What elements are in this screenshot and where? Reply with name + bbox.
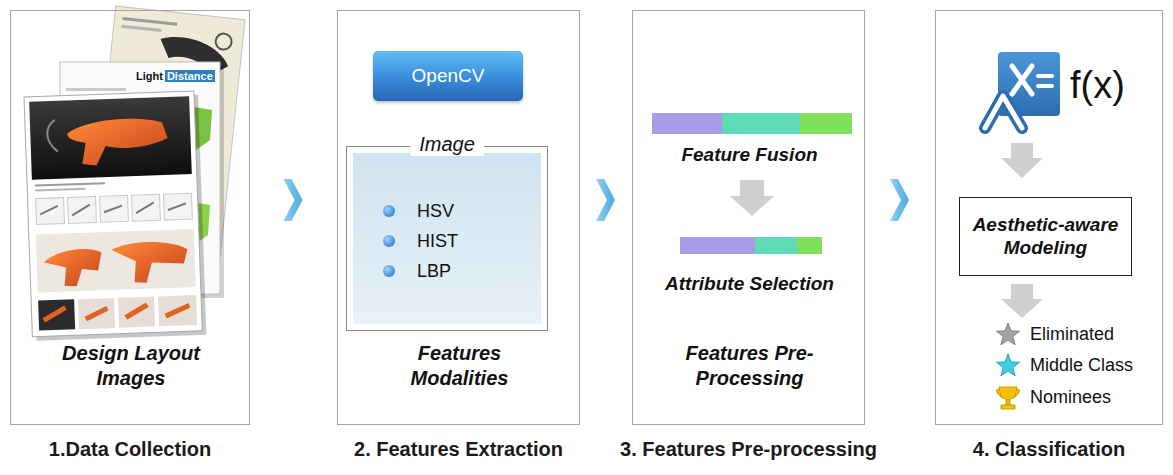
layout-sheet	[24, 91, 206, 341]
hero-photo	[29, 96, 192, 180]
text-line	[122, 17, 177, 26]
legend-text: Nominees	[1030, 387, 1111, 408]
bar-segment	[652, 113, 722, 134]
feature-item: LBP	[417, 261, 451, 282]
text-line	[66, 88, 126, 91]
feature-bar	[652, 113, 852, 134]
drill-photo	[43, 303, 189, 320]
bar-segment	[755, 237, 797, 254]
icon-equals	[1038, 76, 1052, 86]
feature-item: HSV	[417, 201, 454, 222]
bar-segment	[800, 113, 852, 134]
photo-block	[36, 229, 196, 292]
bar-segment	[680, 237, 755, 254]
bar-segment	[797, 237, 822, 254]
legend-text: Middle Class	[1030, 355, 1133, 376]
flow-arrow	[1001, 143, 1043, 178]
stage-panel: Feature FusionAttribute SelectionFeature…	[632, 10, 865, 425]
sketch-line	[40, 201, 186, 216]
function-label: f(x)	[1070, 64, 1125, 107]
button-label: OpenCV	[373, 65, 523, 87]
spreadsheet-icon	[985, 52, 1060, 128]
text-line	[35, 182, 105, 186]
sheet-paper	[24, 91, 202, 337]
star-icon	[997, 323, 1020, 345]
sheet-title: Light	[136, 70, 163, 82]
box-label: Aesthetic-aware Modeling	[960, 213, 1131, 261]
feature-bar	[680, 237, 822, 254]
icon-graph	[985, 96, 1022, 128]
flow-chevron	[580, 200, 632, 201]
legend-text: Eliminated	[1030, 324, 1114, 345]
flow-arrow	[1001, 284, 1043, 318]
icon-graph	[985, 96, 1022, 128]
step-caption: 2. Features Extraction	[354, 438, 563, 461]
panel-title: Features Pre-Processing	[658, 341, 841, 391]
drill-photo	[43, 248, 102, 287]
panel-title: Features Modalities	[376, 341, 543, 391]
box-heading: Image	[410, 133, 484, 156]
drill-photo	[67, 117, 169, 166]
step-caption: 3. Features Pre-processing	[620, 438, 877, 461]
step-label: Feature Fusion	[633, 144, 866, 166]
feature-item: HIST	[417, 231, 458, 252]
feature-box: ImageHSVHISTLBP	[346, 146, 548, 331]
step-caption: 1.Data Collection	[49, 438, 211, 461]
text-line	[35, 188, 85, 192]
thumbnail	[36, 198, 65, 225]
sheet-title: Distance	[165, 70, 215, 82]
cable	[47, 120, 58, 152]
model-box: Aesthetic-aware Modeling	[959, 197, 1132, 276]
icon-cross	[1012, 66, 1032, 94]
flow-arrow	[730, 180, 774, 216]
step-caption: 4. Classification	[973, 438, 1125, 461]
flow-chevron	[865, 200, 935, 201]
trophy-icon	[996, 387, 1019, 409]
bar-segment	[722, 113, 800, 134]
drill-photo	[111, 241, 188, 284]
drill-sketch	[215, 33, 233, 51]
stage-panel: Features Modalities2. Features Extractio…	[337, 10, 580, 425]
panel-title: Design Layout Images	[46, 341, 216, 391]
star-icon	[997, 354, 1020, 376]
flow-chevron	[250, 200, 337, 201]
text-line	[121, 25, 161, 32]
step-label: Attribute Selection	[633, 273, 866, 295]
tool-button: OpenCV	[373, 51, 523, 101]
